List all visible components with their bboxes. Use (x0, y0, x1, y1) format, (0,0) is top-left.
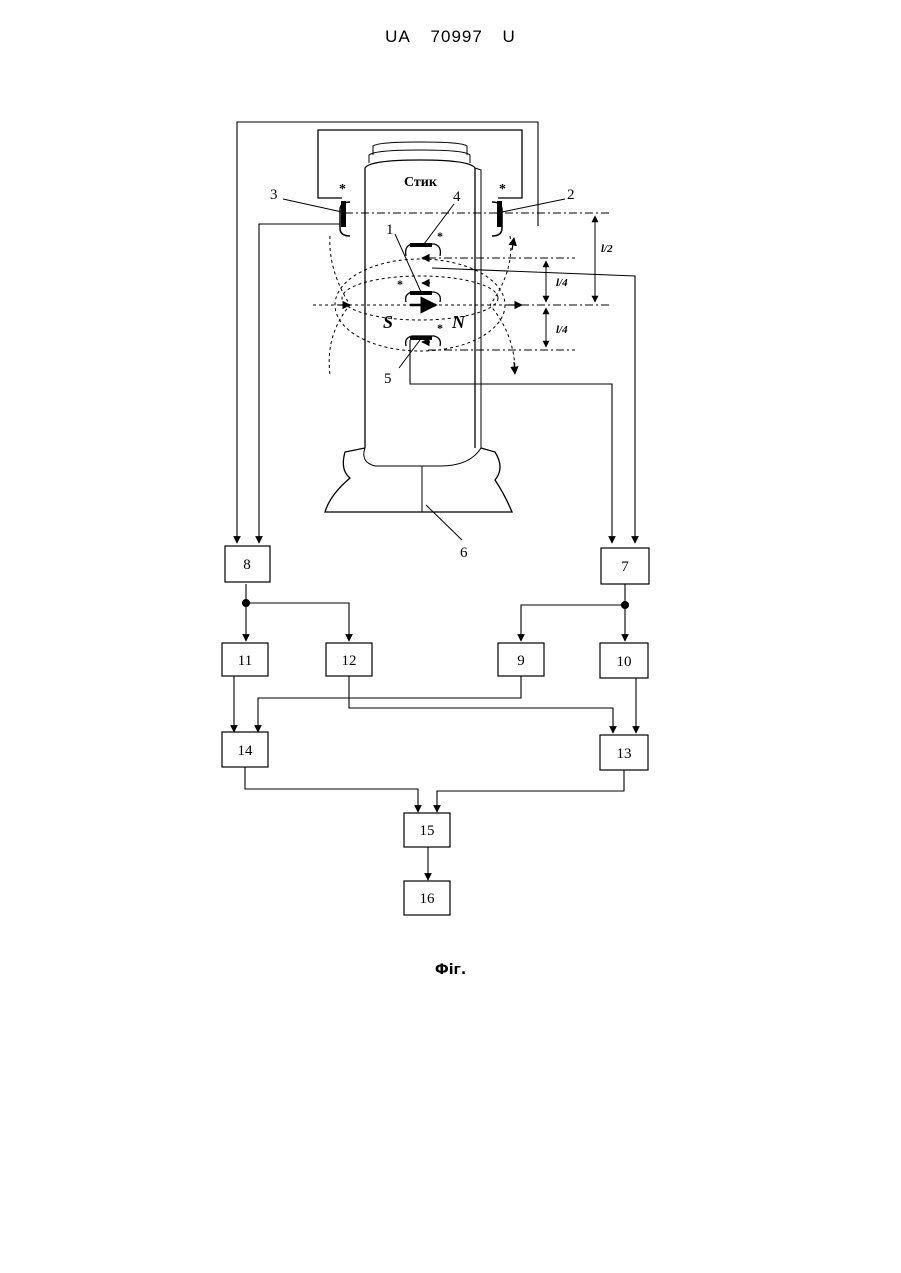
block-12: 12 (326, 643, 372, 676)
dim-half: l/2 (601, 243, 613, 255)
pole-north: N (451, 312, 466, 332)
sensor-5 (406, 336, 441, 346)
dim-quarter-lower: l/4 (556, 324, 568, 336)
wiring (234, 122, 636, 880)
block-7: 7 (601, 548, 649, 584)
block-16-label: 16 (420, 891, 436, 907)
polarity-mark-4: * (437, 229, 443, 243)
block-10-label: 10 (617, 654, 632, 670)
block-13: 13 (600, 735, 648, 770)
polarity-mark-5: * (437, 321, 443, 335)
sensor-4 (406, 243, 441, 256)
ref-3: 3 (270, 187, 278, 203)
ref-4: 4 (453, 189, 461, 205)
ref-1: 1 (386, 222, 394, 238)
block-9: 9 (498, 643, 544, 676)
block-8: 8 (225, 546, 270, 582)
block-14: 14 (222, 732, 268, 767)
block-12-label: 12 (342, 653, 357, 669)
block-11-label: 11 (238, 653, 252, 669)
sensor-1 (406, 291, 441, 305)
block-8-label: 8 (243, 557, 251, 573)
ref-6: 6 (460, 545, 468, 561)
rail-label: Стик (404, 175, 438, 190)
block-9-label: 9 (517, 653, 525, 669)
block-10: 10 (600, 643, 648, 678)
block-7-label: 7 (621, 559, 629, 575)
sensor-3 (340, 201, 350, 236)
block-11: 11 (222, 643, 268, 676)
block-15: 15 (404, 813, 450, 847)
polarity-mark-2: * (499, 182, 506, 197)
rail-drawing (325, 142, 512, 512)
dim-quarter-upper: l/4 (556, 277, 568, 289)
leader-lines (283, 199, 565, 540)
block-14-label: 14 (238, 743, 254, 759)
pole-south: S (383, 312, 393, 332)
figure-caption: Фіг. (0, 962, 901, 978)
block-16: 16 (404, 881, 450, 915)
polarity-mark-3: * (339, 182, 346, 197)
polarity-mark-1: * (397, 277, 403, 291)
ref-5: 5 (384, 371, 392, 387)
sensor-2 (492, 201, 502, 236)
block-15-label: 15 (420, 823, 435, 839)
ref-2: 2 (567, 187, 575, 203)
block-13-label: 13 (617, 746, 632, 762)
